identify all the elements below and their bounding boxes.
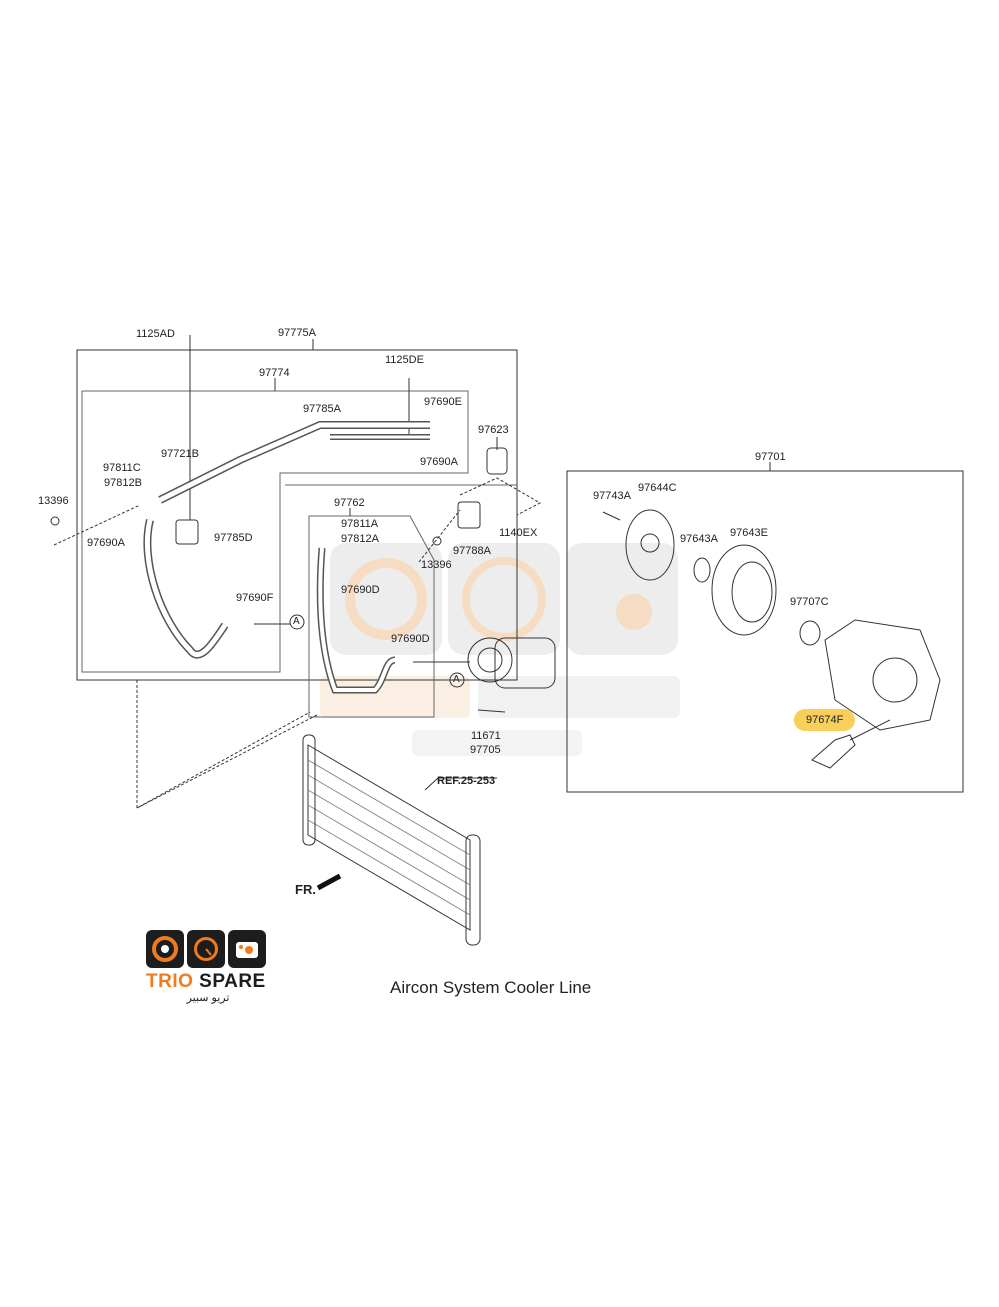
part-label[interactable]: 97774 bbox=[259, 367, 290, 379]
highlighted-part-label[interactable]: 97674F bbox=[794, 709, 856, 731]
front-marker: FR. bbox=[295, 882, 316, 897]
part-label[interactable]: 97690A bbox=[87, 537, 125, 549]
part-label[interactable]: 97690F bbox=[236, 592, 274, 604]
part-label[interactable]: 97812B bbox=[104, 477, 142, 489]
gauge-icon bbox=[187, 930, 225, 968]
part-label[interactable]: 97775A bbox=[278, 327, 316, 339]
group-box-97762 bbox=[308, 515, 435, 718]
logo-text: TRIO bbox=[146, 971, 194, 992]
part-label[interactable]: 13396 bbox=[38, 495, 69, 507]
part-label[interactable]: 97690E bbox=[424, 396, 462, 408]
part-label[interactable]: 97785D bbox=[214, 532, 253, 544]
part-label[interactable]: 97643A bbox=[680, 533, 718, 545]
part-label[interactable]: 97762 bbox=[334, 497, 365, 509]
part-label[interactable]: 13396 bbox=[421, 559, 452, 571]
part-label[interactable]: 97705 bbox=[470, 744, 501, 756]
part-label[interactable]: 97721B bbox=[161, 448, 199, 460]
part-label[interactable]: 11671 bbox=[471, 730, 501, 742]
section-marker-a: A bbox=[453, 674, 460, 685]
reference-label[interactable]: REF.25-253 bbox=[437, 775, 496, 787]
part-label[interactable]: 1125DE bbox=[385, 354, 424, 366]
part-label[interactable]: 1140EX bbox=[499, 527, 538, 539]
logo-arabic: تريو سبير bbox=[186, 992, 230, 1004]
part-label[interactable]: 97643E bbox=[730, 527, 768, 539]
part-label[interactable]: 97785A bbox=[303, 403, 341, 415]
part-label[interactable]: 97644C bbox=[638, 482, 677, 494]
part-label[interactable]: 1125AD bbox=[136, 328, 175, 340]
section-marker-a: A bbox=[293, 616, 300, 627]
part-label[interactable]: 97788A bbox=[453, 545, 491, 557]
part-label[interactable]: 97811C bbox=[103, 462, 141, 474]
part-label[interactable]: 97743A bbox=[593, 490, 631, 502]
part-label[interactable]: 97707C bbox=[790, 596, 829, 608]
group-box-97774 bbox=[81, 390, 469, 673]
diagram-title: Aircon System Cooler Line bbox=[390, 978, 592, 997]
part-label[interactable]: 97690D bbox=[391, 633, 430, 645]
logo-text: SPARE bbox=[199, 971, 266, 992]
part-label[interactable]: 97811A bbox=[341, 518, 379, 530]
engine-icon bbox=[228, 930, 266, 968]
group-box-97701 bbox=[566, 470, 964, 793]
part-label[interactable]: 97690D bbox=[341, 584, 380, 596]
part-label[interactable]: 97701 bbox=[755, 451, 786, 463]
part-label[interactable]: 97812A bbox=[341, 533, 379, 545]
speaker-icon bbox=[146, 930, 184, 968]
part-label[interactable]: 97623 bbox=[478, 424, 509, 436]
trio-spare-logo: TRIO SPARE تريو سبير bbox=[146, 930, 270, 1004]
part-label[interactable]: 97690A bbox=[420, 456, 458, 468]
